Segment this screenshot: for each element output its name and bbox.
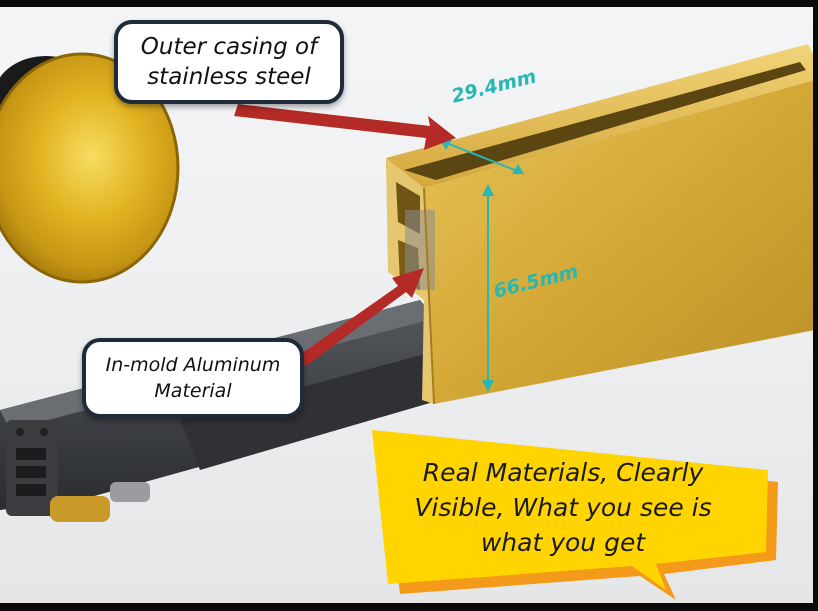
dimension-height-marker (482, 184, 494, 392)
gold-casing-profile (386, 44, 815, 405)
callout-text: Real Materials, Clearly Visible, What yo… (388, 455, 738, 560)
callout-line3: what you get (480, 528, 646, 557)
outer-casing-label-line2: stainless steel (147, 64, 311, 90)
aluminum-label-line2: Material (154, 380, 232, 402)
callout-shape (372, 430, 778, 600)
outer-casing-label-line1: Outer casing of (140, 34, 318, 60)
callout-line1: Real Materials, Clearly (422, 458, 704, 487)
frame-border-top (0, 0, 818, 7)
frame-border-right (813, 0, 818, 611)
frame-border-bottom (0, 603, 818, 611)
aluminum-material-label: In-mold Aluminum Material (82, 338, 304, 418)
arrow-to-aluminum (298, 268, 424, 366)
callout-line2: Visible, What you see is (414, 493, 712, 522)
arrow-to-casing (234, 104, 456, 150)
aluminum-label-line1: In-mold Aluminum (105, 354, 281, 376)
outer-casing-label: Outer casing of stainless steel (114, 20, 344, 104)
gold-disc (0, 52, 180, 284)
